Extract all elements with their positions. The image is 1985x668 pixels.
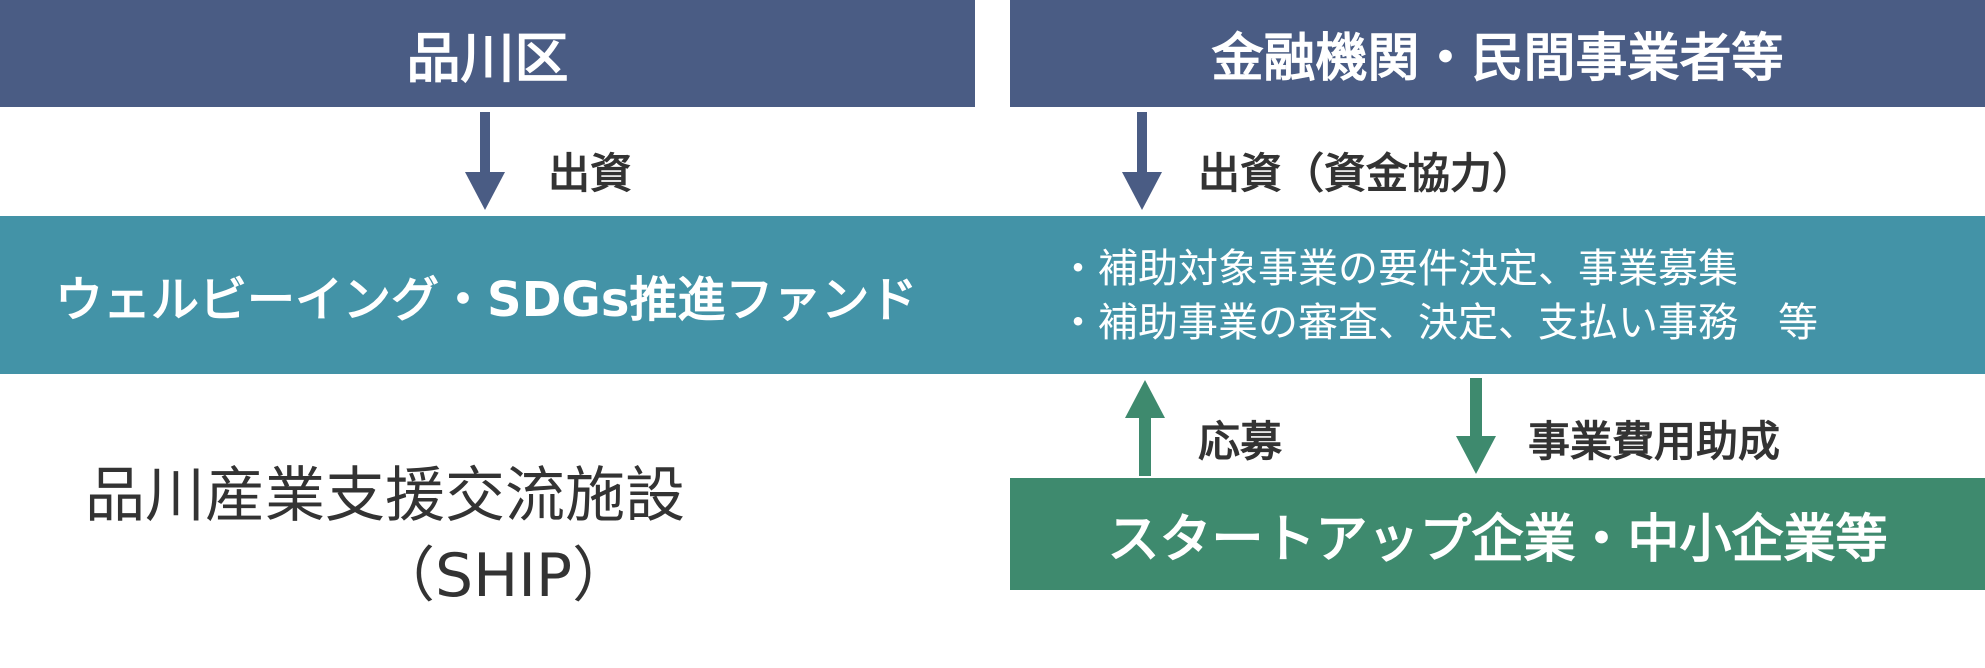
startup-node: スタートアップ企業・中小企業等: [1010, 478, 1985, 590]
ship-facility-abbr: （SHIP）: [375, 541, 633, 611]
arrow-city-to-fund: [465, 112, 505, 210]
arrow-financial-to-fund: [1122, 112, 1162, 210]
fund-role-item: ・補助事業の審査、決定、支払い事務 等: [1058, 300, 1818, 346]
ship-facility: 品川産業支援交流施設 （SHIP）: [85, 456, 925, 616]
fund-role-item: ・補助対象事業の要件決定、事業募集: [1058, 246, 1738, 292]
city-node: 品川区: [0, 0, 975, 107]
arrow-fund-to-startup: [1456, 378, 1496, 474]
startup-node-label: スタートアップ企業・中小企業等: [1107, 509, 1888, 570]
financial-node-label: 金融機関・民間事業者等: [1211, 29, 1784, 89]
edge-label-city-to-fund: 出資: [548, 149, 633, 198]
edge-label-startup-to-fund: 応募: [1198, 417, 1283, 466]
arrow-startup-to-fund: [1125, 380, 1165, 476]
fund-node: ウェルビーイング・SDGs推進ファンド ・補助対象事業の要件決定、事業募集 ・補…: [0, 216, 1985, 374]
edge-label-fund-to-startup: 事業費用助成: [1528, 417, 1781, 466]
financial-node: 金融機関・民間事業者等: [1010, 0, 1985, 107]
edge-label-financial-to-fund: 出資（資金協力）: [1198, 149, 1535, 198]
city-node-label: 品川区: [406, 27, 569, 90]
fund-role-list: ・補助対象事業の要件決定、事業募集 ・補助事業の審査、決定、支払い事務 等: [1058, 242, 1818, 350]
fund-node-label: ウェルビーイング・SDGs推進ファンド: [55, 272, 918, 328]
ship-facility-name: 品川産業支援交流施設: [85, 461, 685, 531]
